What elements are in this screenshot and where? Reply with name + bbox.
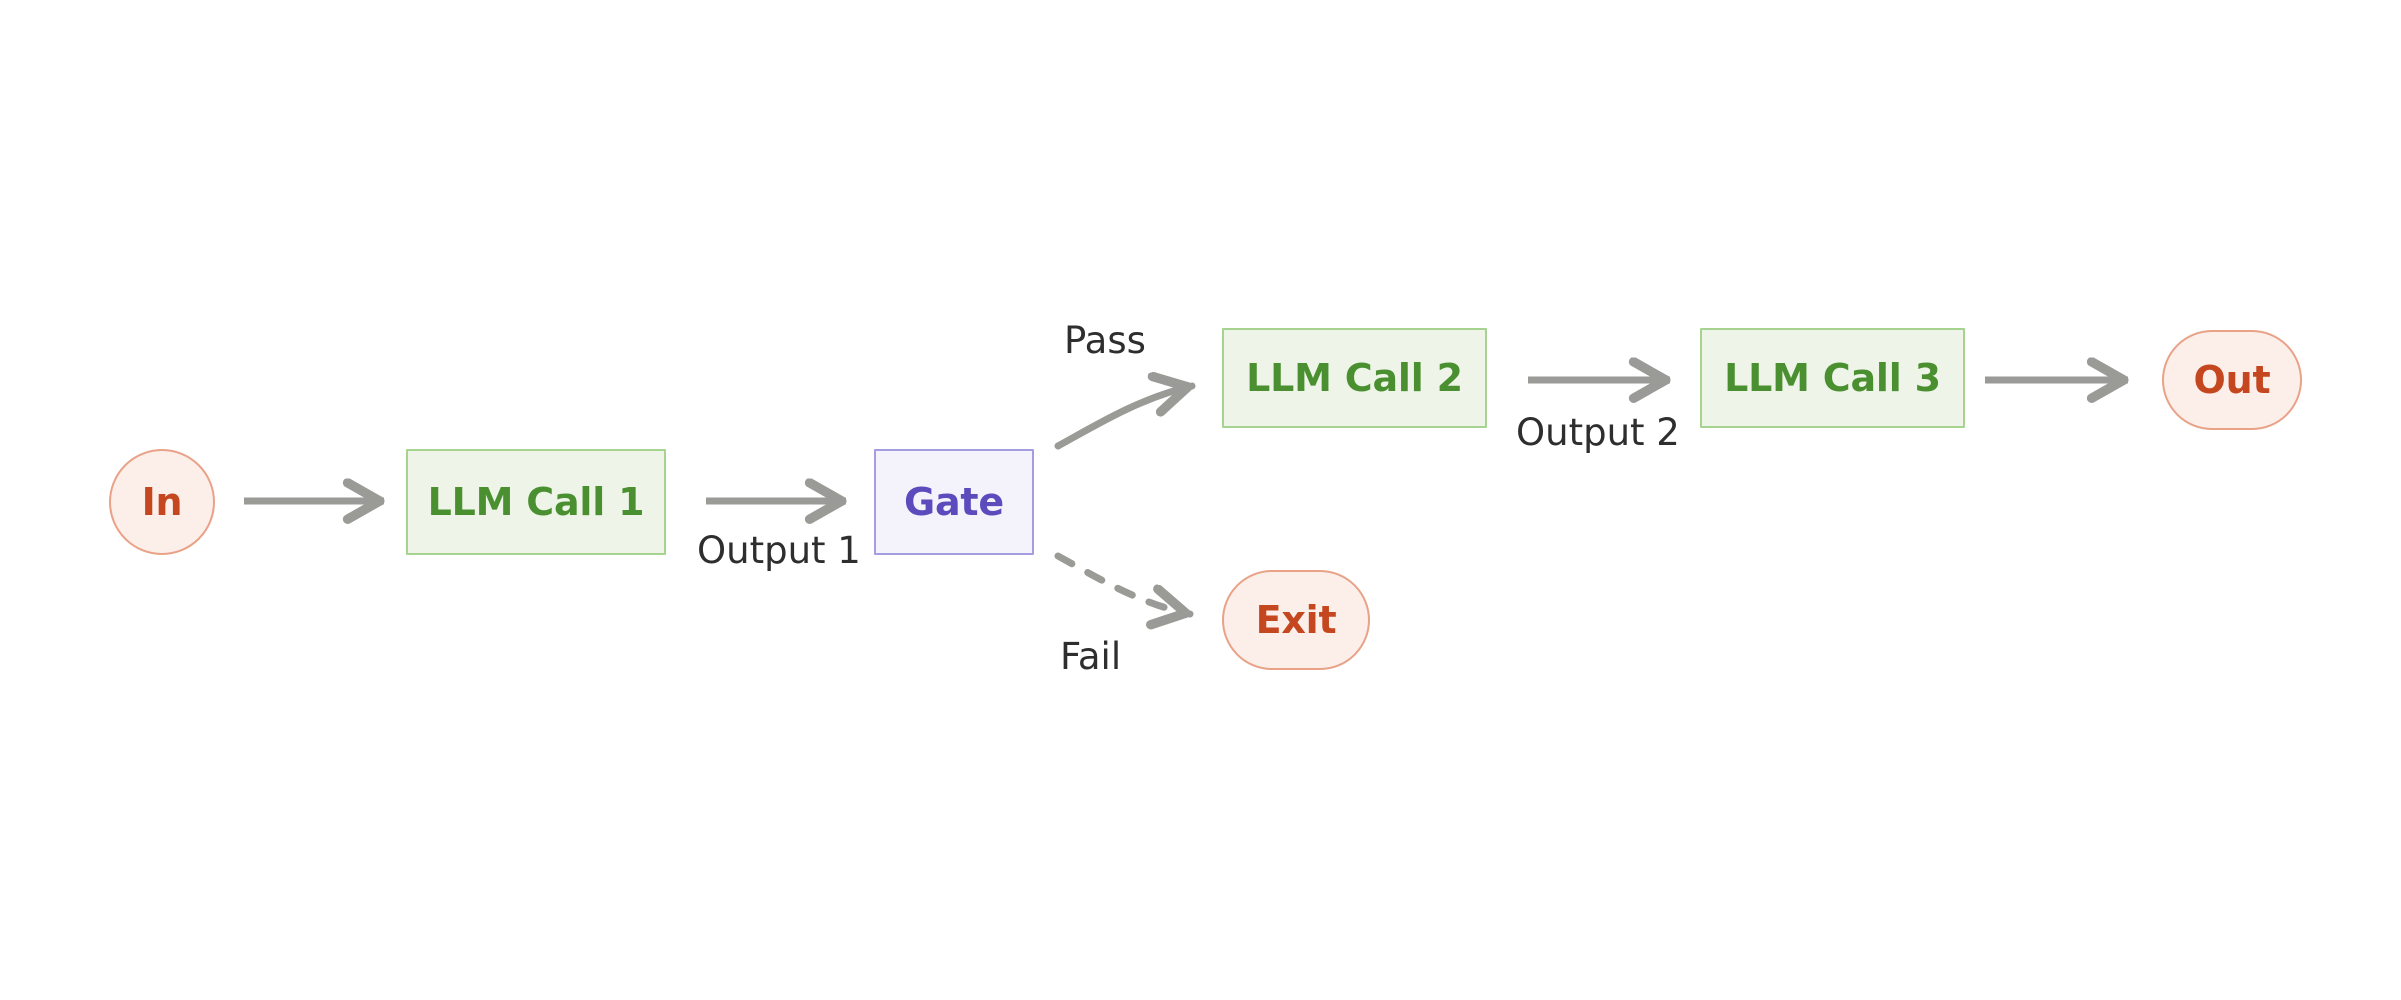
edge-label-output-2: Output 2 bbox=[1516, 411, 1680, 454]
node-in[interactable]: In bbox=[109, 449, 215, 555]
node-llm-call-1-label: LLM Call 1 bbox=[427, 480, 645, 524]
node-llm-call-3[interactable]: LLM Call 3 bbox=[1700, 328, 1965, 428]
node-llm-call-2[interactable]: LLM Call 2 bbox=[1222, 328, 1487, 428]
node-in-label: In bbox=[141, 480, 183, 524]
node-llm-call-2-label: LLM Call 2 bbox=[1246, 356, 1463, 400]
node-out[interactable]: Out bbox=[2162, 330, 2302, 430]
node-llm-call-1[interactable]: LLM Call 1 bbox=[406, 449, 666, 555]
node-gate-label: Gate bbox=[904, 480, 1004, 524]
edge-gate-to-exit-fail bbox=[1054, 552, 1194, 614]
edge-label-output-1: Output 1 bbox=[697, 529, 861, 572]
node-out-label: Out bbox=[2193, 358, 2271, 402]
edge-label-pass: Pass bbox=[1064, 319, 1146, 362]
node-gate[interactable]: Gate bbox=[874, 449, 1034, 555]
node-exit[interactable]: Exit bbox=[1222, 570, 1370, 670]
node-exit-label: Exit bbox=[1255, 598, 1337, 642]
edge-gate-to-call2-pass bbox=[1054, 386, 1196, 450]
node-llm-call-3-label: LLM Call 3 bbox=[1724, 356, 1941, 400]
edge-label-fail: Fail bbox=[1060, 635, 1122, 678]
